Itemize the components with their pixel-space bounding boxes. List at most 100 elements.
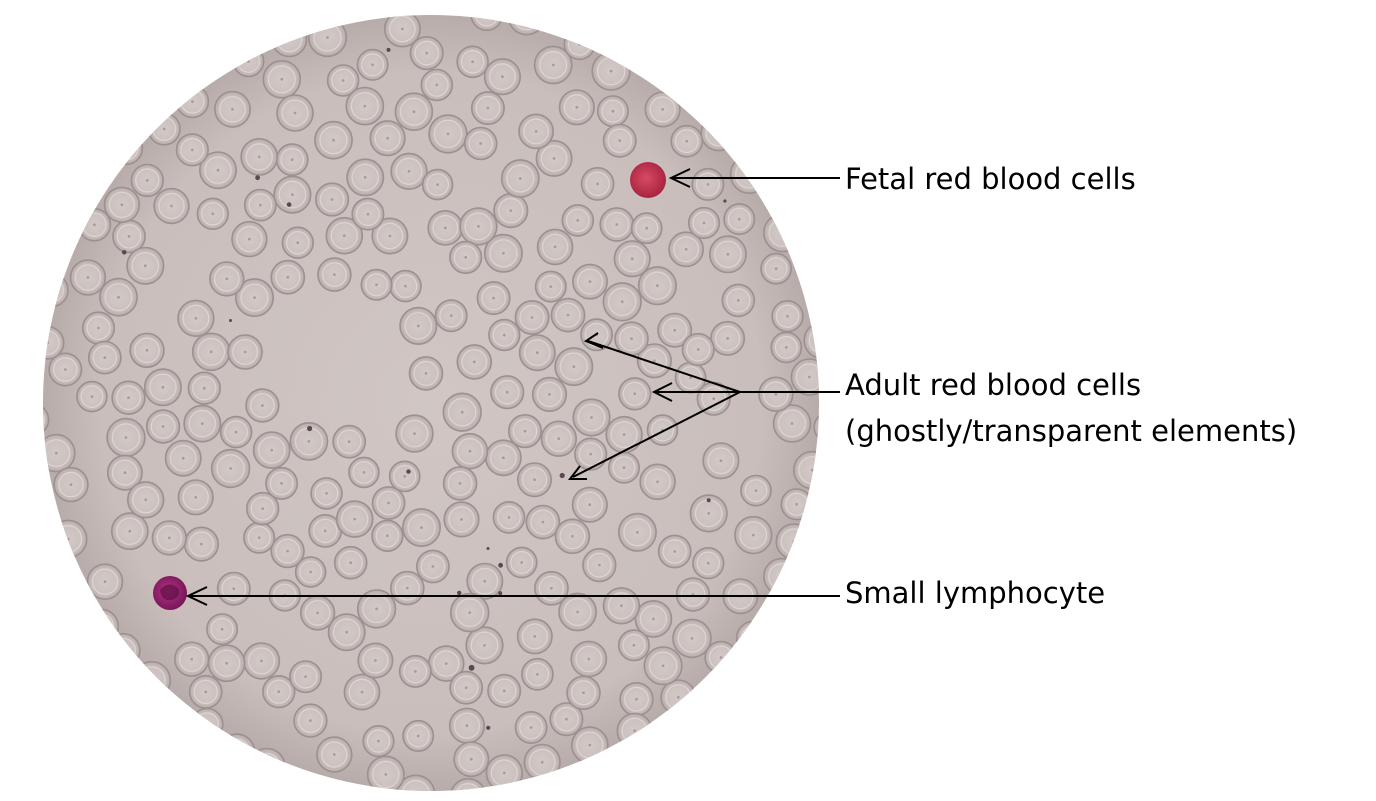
adult-red-blood-cell [273, 175, 312, 214]
adult-red-blood-cell [314, 120, 353, 160]
adult-red-blood-cell [348, 456, 380, 489]
debris-speck [406, 469, 411, 474]
adult-red-blood-cell [674, 361, 707, 394]
adult-red-blood-cell [618, 377, 652, 411]
adult-red-blood-cell [434, 299, 468, 333]
adult-red-blood-cell [518, 334, 556, 372]
adult-red-blood-cell [729, 154, 769, 194]
adult-red-blood-cell [218, 733, 256, 771]
adult-red-blood-cell [558, 592, 598, 632]
adult-red-blood-cell [175, 84, 210, 119]
adult-red-blood-cell [534, 270, 567, 303]
adult-red-blood-cell [86, 563, 124, 601]
adult-red-blood-cell [43, 325, 65, 360]
adult-red-blood-cell [371, 486, 406, 520]
adult-red-blood-cell [525, 504, 561, 540]
adult-red-blood-cell [505, 546, 538, 579]
adult-red-blood-cell [420, 68, 454, 102]
adult-red-blood-cell [390, 152, 428, 191]
adult-red-blood-cell [516, 462, 552, 498]
adult-red-blood-cell [442, 466, 478, 501]
microscope-field [43, 15, 819, 791]
adult-red-blood-cell [723, 203, 756, 236]
adult-red-blood-cell [735, 620, 771, 656]
debris-speck [121, 250, 127, 255]
adult-red-blood-cell [245, 388, 280, 423]
adult-red-blood-cell [130, 163, 165, 198]
adult-red-blood-cell [191, 332, 231, 372]
adult-red-blood-cell [566, 675, 601, 711]
fetal-rbc-label-text: Fetal red blood cells [845, 162, 1136, 196]
adult-red-blood-cell [389, 269, 422, 303]
adult-red-blood-cell [710, 320, 746, 356]
adult-red-blood-cell [704, 640, 738, 675]
adult-red-blood-cell [147, 112, 181, 146]
adult-red-blood-cell [463, 126, 498, 161]
adult-red-blood-cell [343, 673, 381, 711]
adult-red-blood-cell [563, 28, 596, 61]
adult-red-blood-cell [549, 702, 584, 737]
adult-red-blood-cell [453, 741, 490, 778]
adult-red-blood-cell [672, 618, 712, 659]
adult-red-blood-cell [675, 577, 711, 612]
adult-red-blood-cell [371, 519, 404, 552]
adult-red-blood-cell [271, 21, 308, 58]
adult-red-blood-cell [500, 159, 540, 198]
adult-red-blood-cell [459, 207, 498, 246]
adult-red-blood-cell [580, 166, 615, 201]
adult-red-blood-cell [112, 219, 146, 254]
adult-red-blood-cell [81, 311, 116, 345]
adult-red-blood-cell [614, 321, 649, 357]
adult-red-blood-cell [103, 186, 141, 224]
adult-red-blood-cell [449, 592, 490, 633]
adult-red-blood-cell [535, 139, 573, 177]
adult-red-blood-cell [613, 240, 651, 278]
adult-red-blood-cell [660, 679, 697, 716]
adult-red-blood-cell [143, 368, 182, 407]
small-lymphocyte [153, 576, 187, 610]
adult-red-blood-cell [427, 209, 464, 246]
adult-red-blood-cell [483, 233, 523, 273]
adult-red-blood-cell [634, 600, 673, 638]
adult-red-blood-cell [421, 168, 454, 201]
adult-red-blood-cell [514, 299, 550, 335]
adult-red-blood-cell [536, 228, 574, 266]
debris-speck [307, 425, 313, 432]
adult-red-blood-cell [248, 747, 286, 786]
debris-speck [468, 664, 475, 671]
adult-red-blood-cell [289, 660, 323, 694]
adult-red-blood-cell [466, 562, 504, 600]
adult-red-blood-cell [476, 281, 511, 316]
adult-red-blood-cell [708, 235, 747, 274]
adult-red-blood-cell [558, 89, 595, 126]
adult-red-blood-cell [43, 403, 50, 436]
debris-speck [286, 202, 292, 207]
adult-red-blood-cell [214, 90, 252, 128]
adult-red-blood-cell [643, 646, 683, 686]
adult-red-blood-cell [69, 259, 107, 296]
adult-red-blood-cell [602, 282, 642, 322]
adult-red-blood-cell [599, 207, 635, 242]
adult-red-blood-cell [570, 640, 608, 678]
adult-rbc-label-line2: (ghostly/transparent elements) [845, 414, 1298, 448]
adult-red-blood-cell [451, 432, 489, 470]
adult-red-blood-cell [48, 352, 83, 387]
adult-red-blood-cell [448, 707, 486, 744]
adult-red-blood-cell [183, 404, 222, 443]
debris-speck [498, 562, 503, 568]
adult-red-blood-cell [456, 344, 493, 380]
adult-red-blood-cell [270, 259, 306, 295]
adult-red-blood-cell [333, 545, 368, 580]
adult-red-blood-cell [175, 133, 209, 167]
fetal-red-blood-cell [630, 162, 666, 198]
adult-red-blood-cell [326, 64, 360, 97]
adult-red-blood-cell [206, 613, 239, 646]
adult-red-blood-cell [490, 375, 525, 410]
adult-arrow-middle [651, 382, 840, 402]
adult-red-blood-cell [110, 512, 149, 551]
adult-red-blood-cell [243, 188, 277, 222]
adult-red-blood-cell [394, 92, 434, 131]
adult-red-blood-cell [327, 613, 366, 652]
adult-red-blood-cell [345, 86, 385, 126]
debris-speck [457, 590, 462, 596]
